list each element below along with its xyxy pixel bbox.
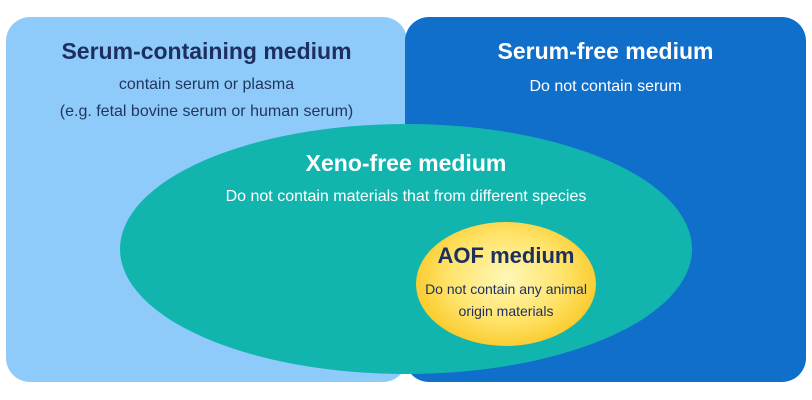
aof-description-line2: origin materials <box>458 303 554 319</box>
xeno-free-description: Do not contain materials that from diffe… <box>225 188 587 205</box>
aof-title: AOF medium <box>437 243 575 268</box>
serum-containing-example: (e.g. fetal bovine serum or human serum) <box>59 103 354 120</box>
serum-containing-description: contain serum or plasma <box>118 76 295 93</box>
serum-containing-title: Serum-containing medium <box>61 38 352 64</box>
aof-description-line1: Do not contain any animal <box>425 281 587 297</box>
serum-free-description: Do not contain serum <box>529 78 682 95</box>
xeno-free-region <box>120 124 692 374</box>
serum-free-title: Serum-free medium <box>497 38 714 64</box>
xeno-free-title: Xeno-free medium <box>305 150 507 176</box>
aof-region <box>416 222 596 346</box>
